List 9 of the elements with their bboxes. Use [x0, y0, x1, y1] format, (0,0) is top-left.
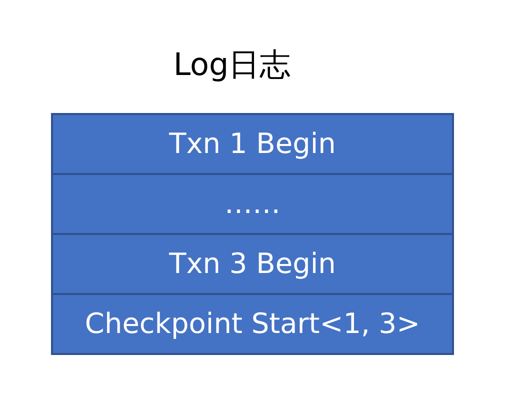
entry-text: Txn 3 Begin: [169, 247, 336, 281]
entry-text: Checkpoint Start<1, 3>: [84, 307, 420, 341]
log-entry-cell: [51, 173, 454, 235]
entry-text: Txn 1 Begin: [169, 127, 336, 161]
log-entry-cell: [51, 113, 454, 175]
log-entry-cell: [51, 293, 454, 355]
title: Log日志: [172, 46, 292, 85]
entry-text: ……: [224, 187, 280, 221]
log-entry-cell: [51, 233, 454, 295]
